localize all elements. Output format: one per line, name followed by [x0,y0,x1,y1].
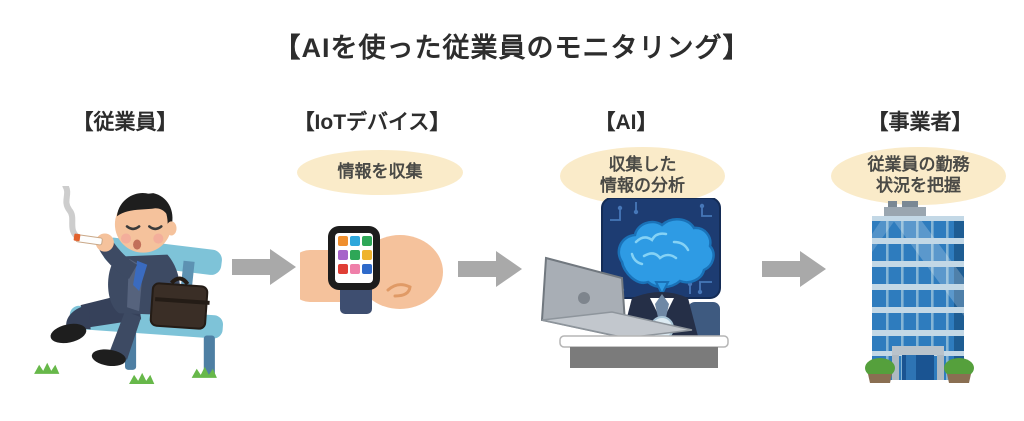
smartwatch-icon [328,226,380,314]
column-header-ai: 【AI】 [594,111,658,134]
grass-icon [34,362,217,384]
entrance [892,346,944,380]
building-icon [872,201,964,380]
bubble-line: 収集した [608,155,677,175]
bubble-collect-info: 情報を収集 [297,150,463,195]
bubble-line: 状況を把握 [876,176,961,195]
app-grid-icon [338,236,372,274]
cigarette-smoke-icon [62,186,83,242]
diagram-title: 【AIを使った従業員のモニタリング】 [273,33,751,63]
office-building-illustration [864,200,976,388]
desk [559,335,729,368]
right-arrow-icon [458,249,524,289]
brain-icon [617,218,715,297]
column-header-employee: 【従業員】 [72,111,178,134]
bush-icon [865,358,974,383]
bubble-grasp-work-status: 従業員の勤務 状況を把握 [831,147,1006,205]
ai-brain-illustration [540,198,745,368]
column-header-iot-device: 【IoTデバイス】 [293,111,451,134]
bubble-line: 情報の分析 [600,176,685,195]
column-header-business: 【事業者】 [867,111,973,134]
bubble-line: 従業員の勤務 [867,155,970,175]
cigarette-icon [73,233,103,246]
bubble-analyze-info: 収集した 情報の分析 [560,147,725,205]
right-arrow-icon [232,247,298,287]
employee-figure [50,193,181,367]
smartwatch-illustration [300,224,455,324]
laptop-icon [540,256,693,340]
briefcase-icon [149,276,210,330]
employee-smoking-illustration [24,186,226,388]
bubble-line: 情報を収集 [337,162,423,182]
right-arrow-icon [762,249,828,289]
circuit-panel-icon [601,198,721,299]
